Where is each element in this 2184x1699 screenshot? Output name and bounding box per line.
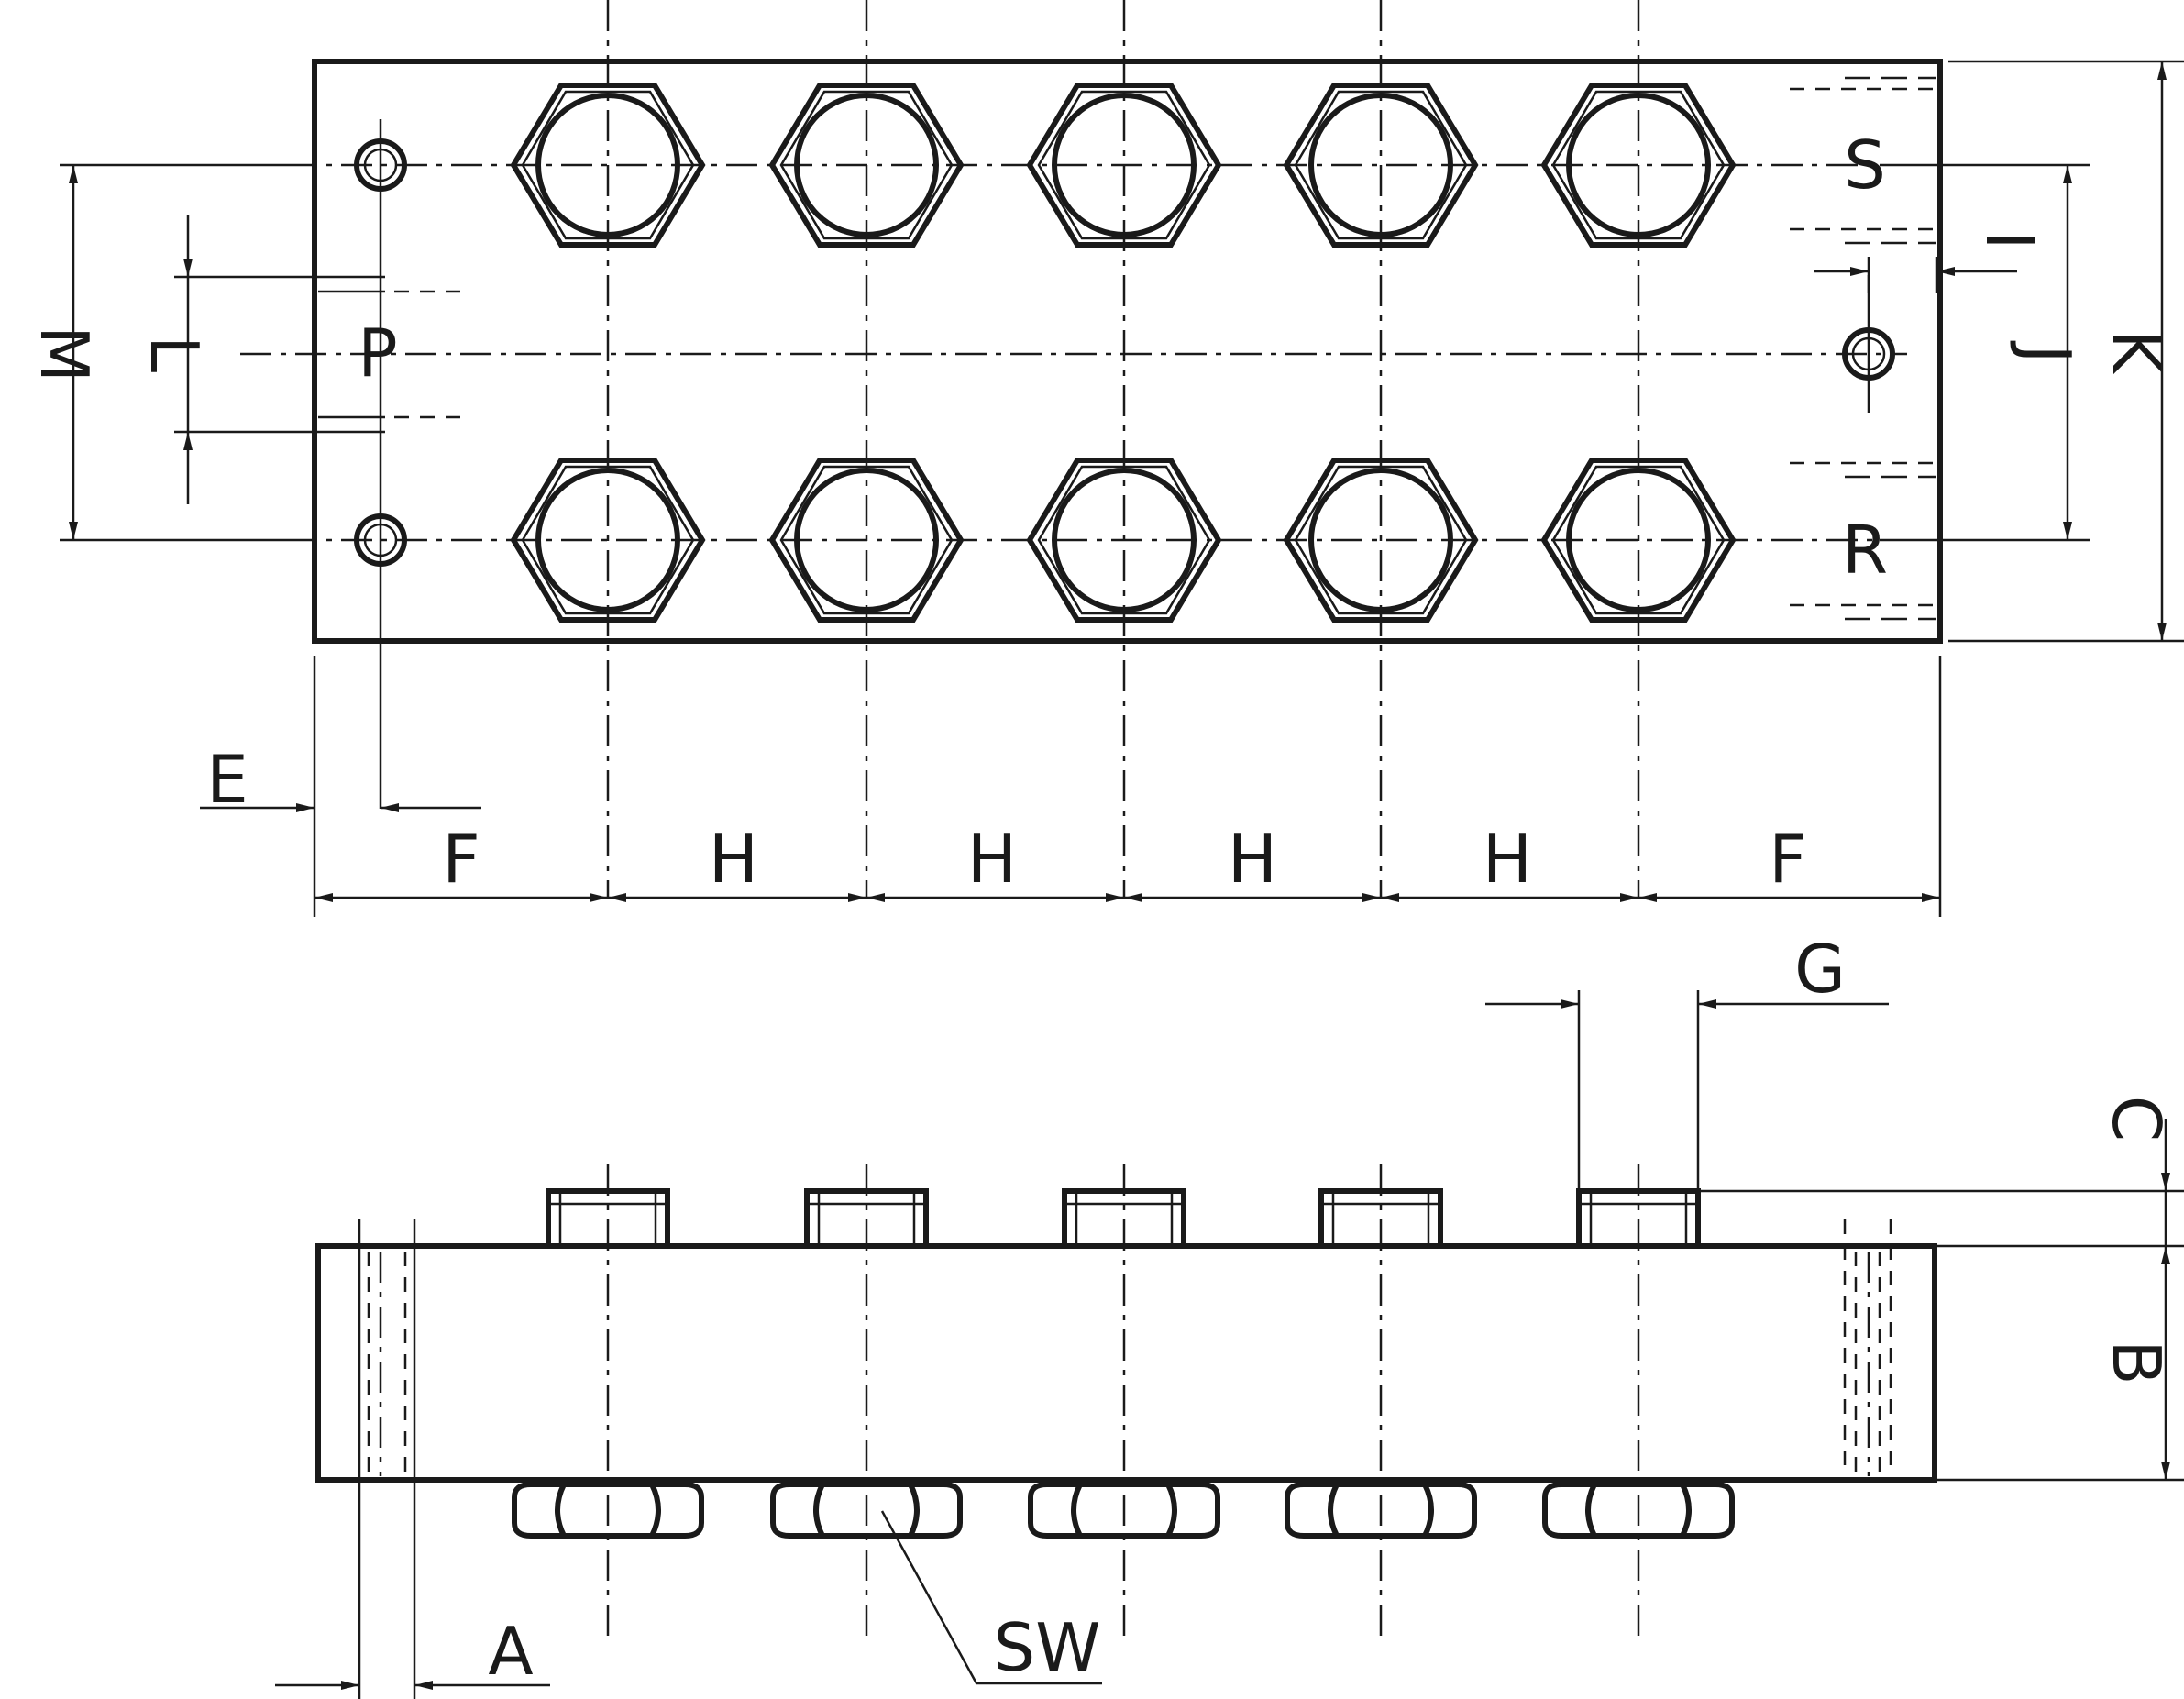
label-f-left: F: [442, 821, 480, 898]
label-f-right: F: [1769, 821, 1806, 898]
label-s: S: [1844, 127, 1886, 204]
label-c: C: [2098, 1096, 2175, 1142]
label-i: I: [1971, 230, 2048, 249]
hidden-lines-s-r-ports: [1790, 76, 1936, 621]
hidden-bore-left: [358, 1219, 416, 1699]
label-h-4: H: [1483, 821, 1532, 898]
side-view-dimensions: G C B A SW: [275, 931, 2184, 1690]
label-j: J: [2008, 340, 2085, 363]
top-view: P S R: [240, 0, 1943, 899]
label-h-3: H: [1228, 821, 1277, 898]
hidden-lines-p-port: [318, 275, 464, 434]
manifold-body-top-outline: [312, 59, 1943, 644]
manifold-body-side-outline: [315, 1243, 1937, 1483]
label-sw: SW: [994, 1609, 1101, 1686]
label-e: E: [206, 741, 248, 818]
label-h-2: H: [967, 821, 1017, 898]
side-view: [315, 1164, 1937, 1699]
label-l: L: [136, 336, 213, 372]
side-port-centerlines: [606, 1164, 1640, 1641]
label-g: G: [1794, 931, 1846, 1008]
port-centerlines: [606, 0, 1640, 899]
label-b: B: [2098, 1340, 2175, 1385]
top-view-dimensions: M L I J K E: [26, 60, 2184, 917]
label-m: M: [26, 325, 103, 382]
hidden-bore-right: [1843, 1219, 1892, 1476]
label-r: R: [1842, 512, 1888, 589]
label-k: K: [2098, 329, 2175, 374]
label-p: P: [358, 314, 397, 392]
label-h-1: H: [709, 821, 758, 898]
sw-leader-line: [880, 1510, 978, 1684]
label-a: A: [488, 1613, 533, 1690]
